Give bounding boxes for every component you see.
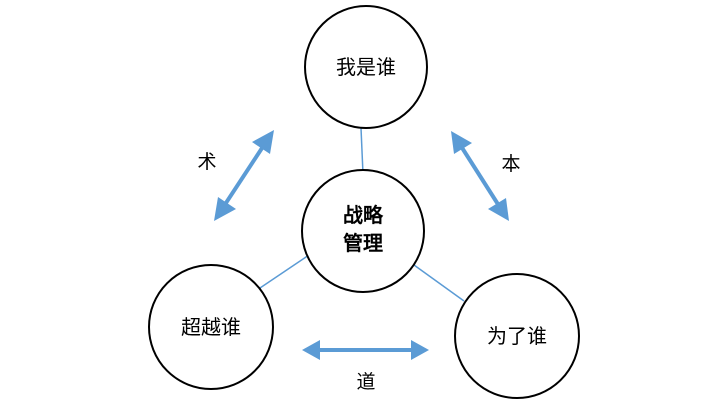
node-center-label-line2: 管理 <box>343 231 383 255</box>
node-center: 战略 管理 <box>301 169 425 293</box>
arrow-top-right <box>451 131 509 221</box>
connector-center-left <box>259 254 310 289</box>
arrow-left-right <box>302 340 429 360</box>
relation-label-dao: 道 <box>356 371 375 393</box>
node-right: 为了谁 <box>454 273 580 399</box>
connector-center-top <box>360 127 364 175</box>
node-center-label-line1: 战略 <box>343 203 384 227</box>
connector-center-right <box>413 264 465 302</box>
node-left: 超越谁 <box>148 264 274 390</box>
node-left-label: 超越谁 <box>181 315 241 339</box>
relation-label-ben: 本 <box>501 153 520 175</box>
relation-label-shu: 术 <box>197 151 216 173</box>
node-top-label: 我是谁 <box>336 55 396 79</box>
node-top: 我是谁 <box>304 5 428 129</box>
node-right-label: 为了谁 <box>487 324 547 348</box>
arrow-left-top <box>214 130 274 221</box>
